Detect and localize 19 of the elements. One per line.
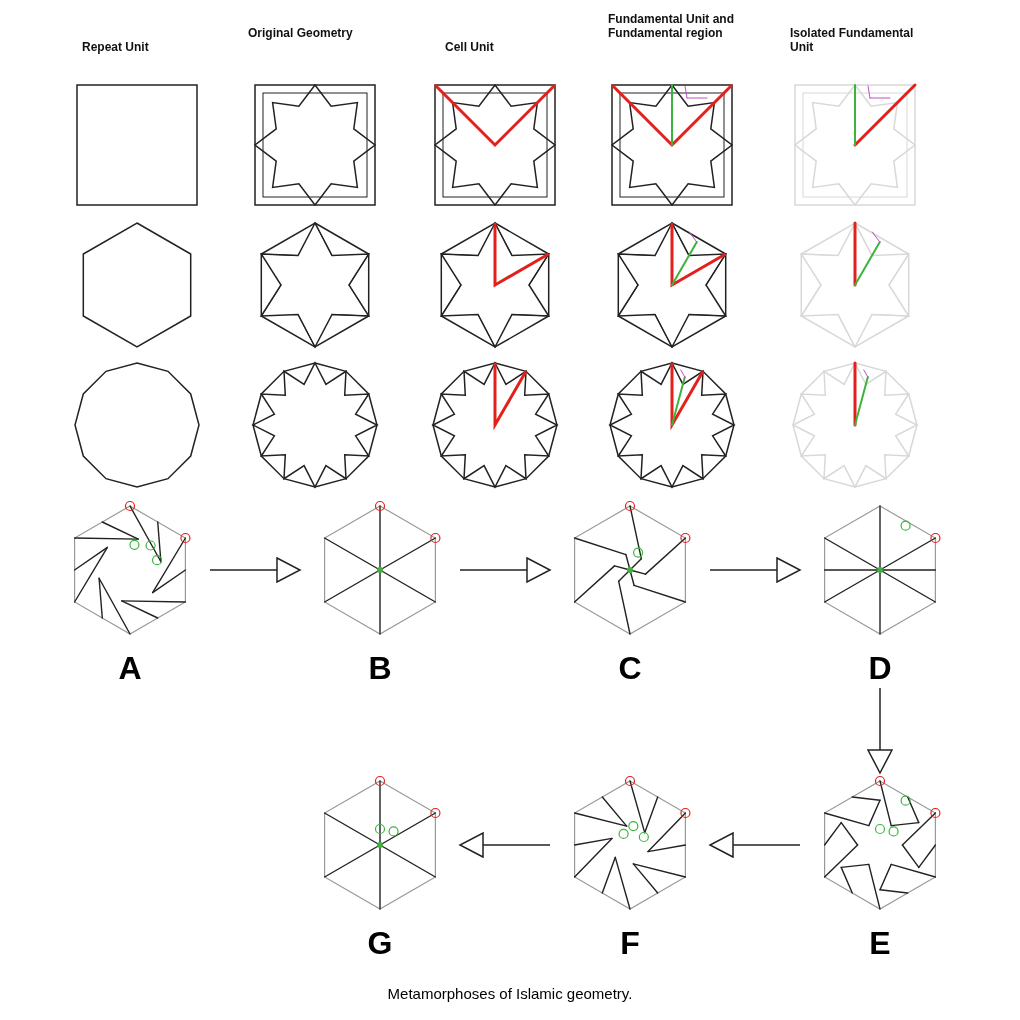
arrow	[209, 557, 301, 583]
column-heading: Repeat Unit	[82, 40, 150, 54]
column-heading: Original Geometry	[248, 26, 354, 40]
panel-letter: E	[868, 924, 892, 963]
panel-letter: D	[867, 649, 893, 688]
column-heading: Cell Unit	[445, 40, 495, 54]
arrow	[709, 557, 801, 583]
panel-letter: A	[117, 649, 143, 688]
arrow	[709, 832, 801, 858]
caption: Metamorphoses of Islamic geometry.	[386, 985, 634, 1002]
panel-letter: C	[617, 649, 643, 688]
arrow	[459, 832, 551, 858]
panel-letter: B	[367, 649, 393, 688]
column-heading: Fundamental Unit and Fundamental region	[608, 12, 735, 40]
panel-letter: G	[366, 924, 394, 963]
panel-letter: F	[619, 924, 641, 963]
arrow	[867, 687, 893, 774]
arrow	[459, 557, 551, 583]
column-heading: Isolated Fundamental Unit	[790, 26, 915, 54]
